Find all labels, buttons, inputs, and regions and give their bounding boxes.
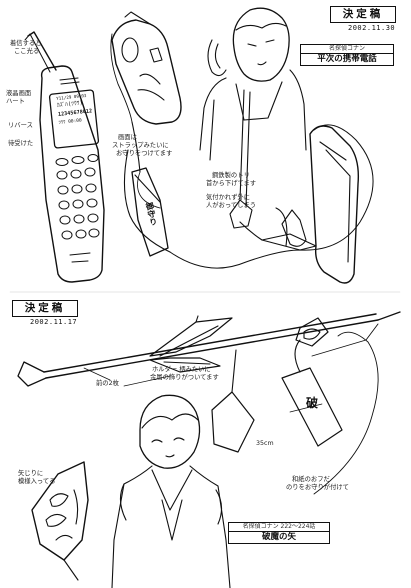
caption-title: 平次の携帯電話 xyxy=(301,53,393,65)
note: 待受けた xyxy=(8,140,34,147)
note: リバース xyxy=(8,122,33,129)
hanging-tags xyxy=(211,339,343,453)
note: お守りをつけてます xyxy=(116,150,173,157)
note: 和紙のおフだ xyxy=(292,476,330,483)
phone-caption-box: 名探偵コナン 平次の携帯電話 xyxy=(300,44,394,66)
mobile-phone-back xyxy=(111,11,182,125)
note: 気付かれず外に xyxy=(206,194,251,201)
note: 模様入ってる xyxy=(18,478,56,485)
date-top: 2002.11.30 xyxy=(348,24,396,32)
arrow-charm-label: 破 xyxy=(306,396,319,410)
caption-title: 破魔の矢 xyxy=(229,531,329,543)
note: 液晶画面 xyxy=(6,90,32,97)
hama-arrow xyxy=(17,311,401,387)
decision-stamp-bottom: 決定稿 xyxy=(12,300,78,317)
note: のりをお守りが付けて xyxy=(286,484,349,491)
heiji-character-sketch xyxy=(199,7,307,229)
note: 金属の飾りがついてます xyxy=(150,374,219,381)
phone-strap-charm xyxy=(123,121,171,257)
caption-series: 名探偵コナン xyxy=(328,45,365,52)
note: ここ光る xyxy=(14,48,40,55)
date-bottom: 2002.11.17 xyxy=(30,318,78,326)
note: 首から下げてます xyxy=(206,180,257,187)
caption-series: 名探偵コナン 222～224話 xyxy=(242,523,316,530)
phone-screen: Y11/29 09:03 ｶｽﾞﾊ(ﾂｳﾜ) 12345678012 ﾂｳﾜ 0… xyxy=(56,92,101,128)
note: ホルダー 柄みたいに xyxy=(152,366,211,373)
note: 前の2枚 xyxy=(96,380,119,387)
note: 着信すると xyxy=(10,40,42,47)
phone-side-and-arrow-head xyxy=(239,125,360,284)
note: 鋼鉄製のトリ xyxy=(212,172,250,179)
note: 35cm xyxy=(256,440,274,447)
note: 画面は xyxy=(118,134,137,141)
note: 矢じりに xyxy=(18,470,44,477)
note: 人がおってしまう xyxy=(206,202,257,209)
mobile-phone-front xyxy=(24,31,105,283)
kazuha-character-sketch xyxy=(111,394,231,588)
decision-stamp-top: 決定稿 xyxy=(330,6,396,23)
strap-cord xyxy=(169,124,374,269)
note: ストラップみたいに xyxy=(112,142,169,149)
arrowhead-detail xyxy=(31,461,89,581)
arrow-caption-box: 名探偵コナン 222～224話 破魔の矢 xyxy=(228,522,330,544)
note: ハート xyxy=(6,98,25,105)
